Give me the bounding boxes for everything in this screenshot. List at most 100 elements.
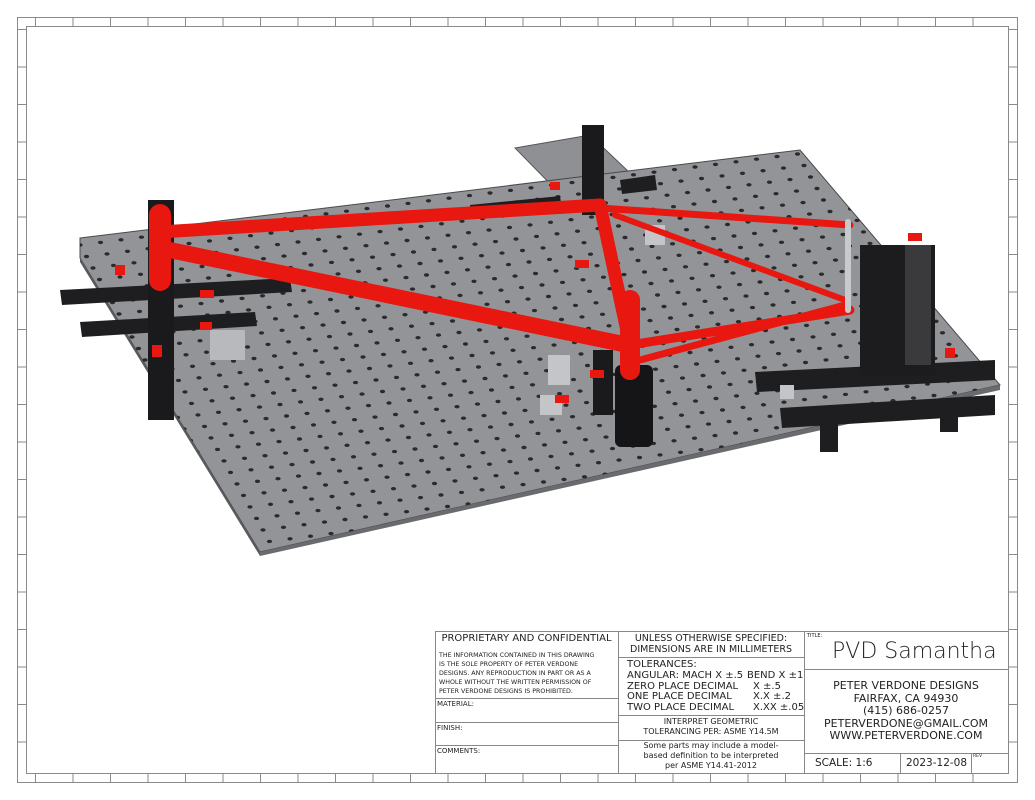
plate-hole bbox=[290, 154, 297, 158]
plate-hole bbox=[1021, 358, 1026, 361]
plate-hole bbox=[800, 200, 806, 205]
plate-hole bbox=[469, 353, 475, 358]
plate-hole bbox=[953, 317, 960, 321]
plate-hole bbox=[67, 380, 72, 383]
plate-hole bbox=[555, 429, 562, 433]
plate-hole bbox=[199, 498, 206, 503]
plate-hole bbox=[152, 492, 158, 496]
plate-hole bbox=[7, 314, 12, 317]
plate-hole bbox=[475, 365, 482, 369]
plate-hole bbox=[192, 524, 198, 528]
plate-hole bbox=[80, 243, 83, 247]
plate-hole bbox=[475, 131, 480, 134]
plate-hole bbox=[343, 480, 349, 485]
plate-hole bbox=[580, 512, 587, 516]
plate-hole bbox=[293, 314, 299, 318]
plate-hole bbox=[215, 410, 222, 414]
plate-hole bbox=[747, 380, 754, 384]
plate-hole bbox=[520, 482, 526, 487]
plate-hole bbox=[351, 183, 357, 188]
plate-hole bbox=[619, 113, 624, 116]
plate-hole bbox=[1031, 221, 1035, 224]
plate-hole bbox=[926, 74, 931, 77]
plate-hole bbox=[87, 377, 93, 381]
plate-hole bbox=[973, 117, 978, 120]
plate-hole bbox=[943, 453, 949, 458]
plate-hole bbox=[889, 436, 895, 440]
plate-hole bbox=[278, 365, 284, 370]
plate-hole bbox=[960, 328, 966, 332]
plate-hole bbox=[10, 203, 15, 206]
plate-hole bbox=[812, 495, 819, 499]
plate-hole bbox=[669, 242, 676, 246]
plate-hole bbox=[954, 279, 961, 284]
plate-hole bbox=[863, 390, 869, 394]
plate-hole bbox=[457, 293, 463, 298]
plate-hole bbox=[375, 304, 381, 308]
plate-hole bbox=[943, 182, 950, 187]
plate-hole bbox=[570, 377, 577, 382]
plate-hole bbox=[861, 193, 868, 197]
plate-hole bbox=[658, 416, 664, 420]
plate-hole bbox=[741, 368, 747, 372]
plate-hole bbox=[834, 455, 840, 459]
plate-hole bbox=[528, 186, 534, 190]
plate-hole bbox=[930, 159, 937, 164]
plate-hole bbox=[949, 465, 956, 469]
plate-hole bbox=[139, 198, 146, 202]
plate-hole bbox=[851, 330, 857, 334]
plate-hole bbox=[533, 234, 540, 239]
plate-hole bbox=[868, 204, 874, 208]
plate-hole bbox=[841, 429, 848, 434]
plate-hole bbox=[820, 198, 827, 202]
plate-hole bbox=[766, 180, 773, 184]
plate-hole bbox=[225, 582, 230, 585]
plate-hole bbox=[409, 559, 414, 562]
plate-hole bbox=[423, 273, 430, 277]
plate-hole bbox=[416, 533, 423, 537]
plate-hole bbox=[719, 408, 726, 412]
plate-hole bbox=[280, 563, 285, 566]
plate-hole bbox=[188, 167, 194, 171]
plate-hole bbox=[734, 123, 739, 126]
tolerances-label: TOLERANCES: bbox=[627, 659, 697, 670]
plate-hole bbox=[764, 254, 771, 259]
plate-hole bbox=[709, 274, 716, 278]
plate-hole bbox=[158, 504, 165, 508]
plate-hole bbox=[303, 177, 310, 181]
plate-hole bbox=[700, 140, 705, 143]
plate-hole bbox=[686, 387, 692, 392]
plate-hole bbox=[457, 527, 464, 532]
plate-hole bbox=[1011, 458, 1016, 461]
plate-hole bbox=[218, 571, 223, 574]
plate-hole bbox=[40, 371, 45, 374]
plate-hole bbox=[628, 247, 635, 251]
plate-hole bbox=[294, 511, 301, 515]
plate-hole bbox=[446, 430, 453, 434]
plate-hole bbox=[527, 223, 533, 227]
plate-hole bbox=[828, 172, 834, 177]
plate-hole bbox=[153, 455, 159, 459]
plate-hole bbox=[728, 112, 733, 115]
plate-hole bbox=[253, 554, 258, 557]
plate-hole bbox=[2, 265, 7, 268]
plate-hole bbox=[251, 356, 257, 361]
plate-hole bbox=[534, 468, 540, 473]
plate-hole bbox=[386, 401, 392, 405]
plate-hole bbox=[174, 181, 180, 186]
plate-hole bbox=[772, 229, 778, 233]
plate-hole bbox=[731, 468, 738, 472]
plate-hole bbox=[244, 345, 251, 349]
plate-hole bbox=[392, 178, 398, 183]
plate-hole bbox=[760, 403, 767, 407]
plate-hole bbox=[131, 495, 138, 499]
plate-hole bbox=[746, 183, 752, 187]
plate-hole bbox=[703, 262, 709, 266]
plate-hole bbox=[144, 518, 151, 522]
plate-hole bbox=[240, 493, 247, 498]
plate-hole bbox=[97, 240, 104, 245]
plate-hole bbox=[889, 164, 896, 169]
plate-hole bbox=[850, 133, 855, 136]
plate-hole bbox=[625, 125, 630, 128]
